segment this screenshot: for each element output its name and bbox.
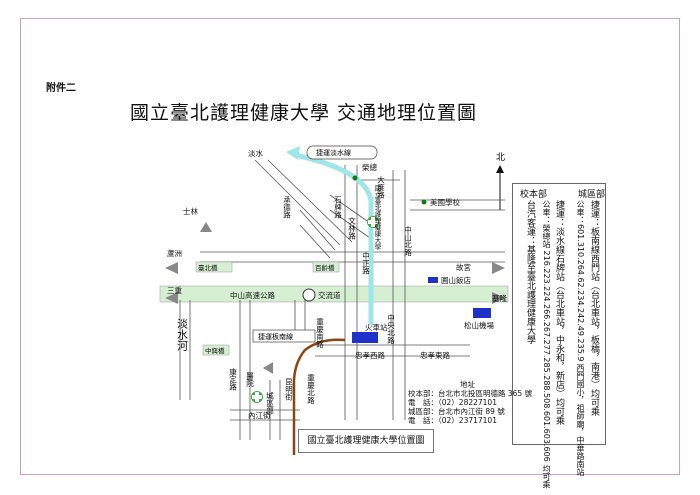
legend-line-2: 公車：601.310.264.62.234.242.49.235.9 西門國小，… <box>576 200 585 476</box>
arrow-gugong <box>492 262 505 274</box>
road-dalu <box>410 199 505 211</box>
label-freeway: 中山高速公路 <box>230 290 275 300</box>
svg-text:捷運淡水線: 捷運淡水線 <box>316 148 351 157</box>
label-zhongzheng: 中正路 <box>361 251 370 275</box>
station-marker <box>352 332 378 343</box>
label-wenlin: 文林路 <box>347 216 356 240</box>
label-luzhou: 蘆洲 <box>167 248 182 258</box>
address-main: 校本部：台北市北投區明德路 365 號 <box>408 389 533 398</box>
grand-hotel-marker <box>428 277 438 283</box>
map-caption: 國立臺北護理健康大學位置圖 <box>298 429 434 453</box>
legend-head-city: 城區部 <box>578 190 606 200</box>
tel-city: 電 話：（02）23717101 <box>408 416 497 425</box>
road-zhongshan <box>344 165 358 420</box>
arrow-sanchong <box>165 292 178 304</box>
highway-band <box>159 285 509 303</box>
school-dot <box>421 199 427 205</box>
label-chongqing-road: 重慶北路 <box>306 374 315 405</box>
hospital-icon-univ <box>367 216 379 228</box>
label-univ: 國立臺北護理健康大學 <box>373 185 381 252</box>
callout-mrt-banqiao: 捷運板南線 <box>252 329 316 343</box>
legend-line-4: 公車：榮總站 216.223.224.266.267.277.285.288.5… <box>542 200 551 489</box>
label-bridge-taipei: 臺北橋 <box>198 263 218 272</box>
north-arrow-head <box>496 165 504 173</box>
walking-route <box>292 338 346 455</box>
bridge-baiju-box <box>312 261 340 273</box>
label-grand-hotel: 圓山飯店 <box>441 275 471 285</box>
page-frame <box>20 18 680 475</box>
label-school: 美國學校 <box>430 197 460 207</box>
label-zhongxiao-e: 忠孝東路 <box>420 350 450 360</box>
label-river: 淡水河 <box>176 318 189 351</box>
label-tamsui: 淡水 <box>248 148 263 158</box>
label-sanchong: 三重 <box>167 286 182 295</box>
road-kangding <box>239 300 251 440</box>
rongzong-dot <box>352 175 358 181</box>
arrow-luzhou <box>165 262 178 274</box>
label-bridge-baiju: 百齡橋 <box>315 263 335 272</box>
transport-legend <box>512 183 606 445</box>
label-chengde: 承德路 <box>282 196 291 219</box>
label-shipai: 石牌路 <box>333 196 342 219</box>
label-bridge-zhongxing: 中興橋 <box>205 346 225 355</box>
legend-line-1: 捷運：板南線西門站（台北車站，板橋，南港）均可乘 <box>589 200 599 416</box>
label-songshan: 松山機場 <box>464 320 494 330</box>
road-wenlin <box>299 209 336 259</box>
label-zhongxiao: 忠孝西路 <box>355 350 385 360</box>
label-interchange: 交流道 <box>318 290 341 300</box>
label-zhongyang: 中央北路 <box>386 313 395 345</box>
road-zhongzheng <box>200 251 505 263</box>
svg-text:捷運板南線: 捷運板南線 <box>258 332 293 341</box>
interchange-icon <box>302 288 316 302</box>
road-chongqing <box>392 170 406 420</box>
label-hospital: 醫院 <box>245 372 254 389</box>
songshan-marker <box>473 308 491 318</box>
north-label: 北 <box>496 152 505 163</box>
arrow-west <box>263 362 273 374</box>
direction-arrows <box>165 222 505 374</box>
legend-line-5: 台汽客運：基隆至臺北護理健康大學 <box>525 200 535 344</box>
label-station: 火車站 <box>365 322 388 332</box>
label-kunming: 昆明街 <box>284 378 293 402</box>
arrow-shilin <box>200 222 212 232</box>
label-chongqing-s: 重慶南路 <box>315 318 324 349</box>
label-kangding: 康定路 <box>228 367 237 391</box>
road-chengde <box>254 159 353 246</box>
label-shilin: 士林 <box>183 206 198 216</box>
legend-line-3: 捷運：淡水線石牌站（台北車站，中永和，新店）均可乘 <box>554 200 564 425</box>
road-network <box>179 159 505 440</box>
callout-mrt-tamsui: 捷運淡水線 <box>306 145 378 160</box>
arrow-keelung <box>492 292 505 304</box>
label-gugong: 故宮 <box>456 262 471 272</box>
bridge-zhongxing-box <box>202 344 230 356</box>
label-dalu: 大度路 <box>376 175 385 199</box>
label-city-campus: 城區部 <box>265 392 274 416</box>
address-city: 城區部：台北市內江街 89 號 <box>408 407 505 416</box>
road-riverside <box>179 300 191 400</box>
tel-main: 電 話：（02）28227101 <box>408 398 497 407</box>
mrt-tamsui-arrowhead <box>286 146 300 160</box>
road-neijiang <box>230 409 300 421</box>
label-neijiang: 內江街 <box>248 410 271 420</box>
label-rongzong: 榮總 <box>362 162 377 172</box>
hospital-icon-city <box>251 391 263 403</box>
label-keelung: 基隆 <box>492 293 507 303</box>
attachment-label: 附件二 <box>46 83 76 94</box>
page-title: 國立臺北護理健康大學 交通地理位置圖 <box>130 102 478 124</box>
label-zhongshan: 中山北路 <box>403 225 412 256</box>
road-zhongxiao <box>315 344 470 357</box>
bridge-taipei-box <box>195 261 233 273</box>
legend-head-main: 校本部 <box>520 190 548 200</box>
address-label: 地址 <box>460 380 475 389</box>
address-block: 地址 校本部：台北市北投區明德路 365 號 電 話：（02）28227101 … <box>408 380 532 425</box>
